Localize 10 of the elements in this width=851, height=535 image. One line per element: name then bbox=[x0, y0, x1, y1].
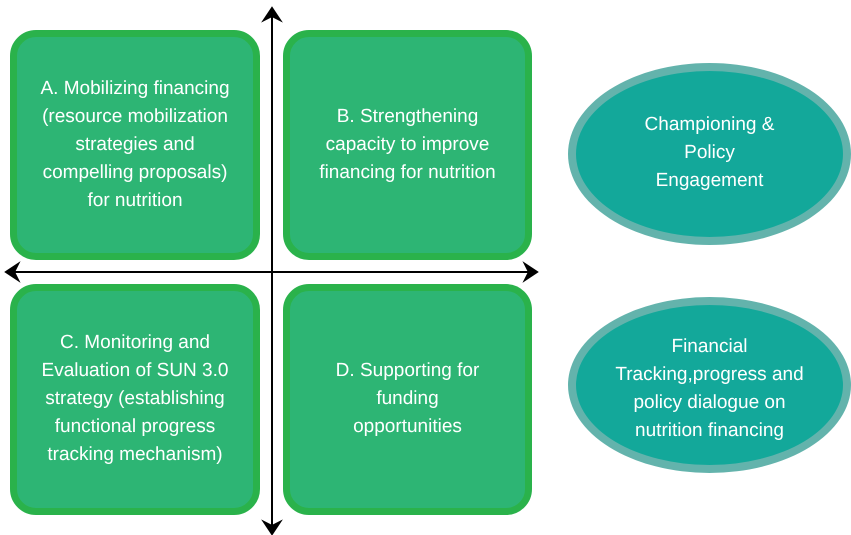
rounded-box bbox=[10, 30, 260, 260]
rounded-box bbox=[10, 284, 260, 515]
node-text: D. Supporting for funding opportunities bbox=[334, 359, 480, 439]
rounded-box bbox=[283, 284, 532, 515]
node-text: Championing & Policy Engagement bbox=[644, 113, 776, 193]
node-text: C. Monitoring and Evaluation of SUN 3.0 strategy (establishing functional progress tracking mechanism) bbox=[40, 331, 230, 467]
node-text: Financial Tracking,progress and policy dialogue on nutrition financing bbox=[614, 335, 805, 443]
node-text: B. Strengthening capacity to improve financing for nutrition bbox=[318, 105, 497, 185]
node-text: A. Mobilizing financing (resource mobilization strategies and compelling proposals) for nutrition bbox=[39, 77, 231, 213]
rounded-box bbox=[283, 30, 532, 260]
